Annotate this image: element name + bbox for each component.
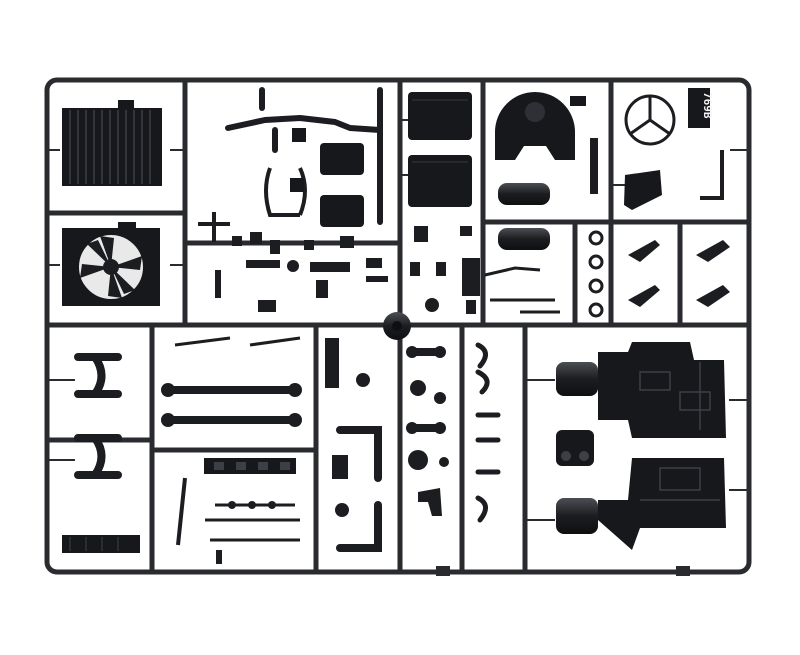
steering-wheel-part [624, 94, 676, 146]
air-tank-parts [498, 138, 598, 250]
mold-number-tag: 769B [688, 88, 714, 128]
grab-handle-parts [174, 336, 301, 347]
runner-attachment-points [436, 566, 690, 576]
gearbox-part [556, 430, 594, 466]
hose-fitting-parts [475, 342, 501, 523]
mold-number-text: 769B [701, 92, 714, 119]
fuel-tank-panels [290, 128, 364, 227]
fan-shroud-part [62, 222, 160, 306]
shock-absorber-part [176, 477, 187, 546]
engine-block-upper [556, 342, 726, 438]
crossmember-knobs [216, 501, 276, 564]
runner-gates [47, 119, 749, 521]
pulley-parts [406, 346, 449, 516]
radiator-part [62, 100, 162, 186]
sprue-hub [383, 312, 411, 340]
small-fittings-row [198, 212, 388, 312]
wiper-bracket-parts [628, 240, 730, 307]
step-panels [408, 92, 472, 207]
mudguard-bracket-parts [74, 353, 122, 479]
exhaust-pipe-part [225, 87, 383, 225]
engine-block-lower [556, 458, 726, 550]
axle-end-caps [161, 383, 302, 427]
valve-parts [410, 226, 480, 314]
crossmember-part [205, 503, 300, 542]
mirror-arm-part [264, 167, 307, 217]
linkage-parts [484, 266, 560, 314]
sprue-frame [44, 77, 752, 575]
grille-strip-part [204, 458, 296, 474]
ring-parts [588, 230, 604, 318]
misc-block-parts [325, 338, 370, 517]
bumper-part [62, 535, 140, 553]
fifth-wheel-part [495, 92, 586, 160]
axle-tube-parts [164, 386, 299, 424]
seat-part [624, 150, 724, 210]
pipe-elbow-parts [336, 426, 382, 552]
